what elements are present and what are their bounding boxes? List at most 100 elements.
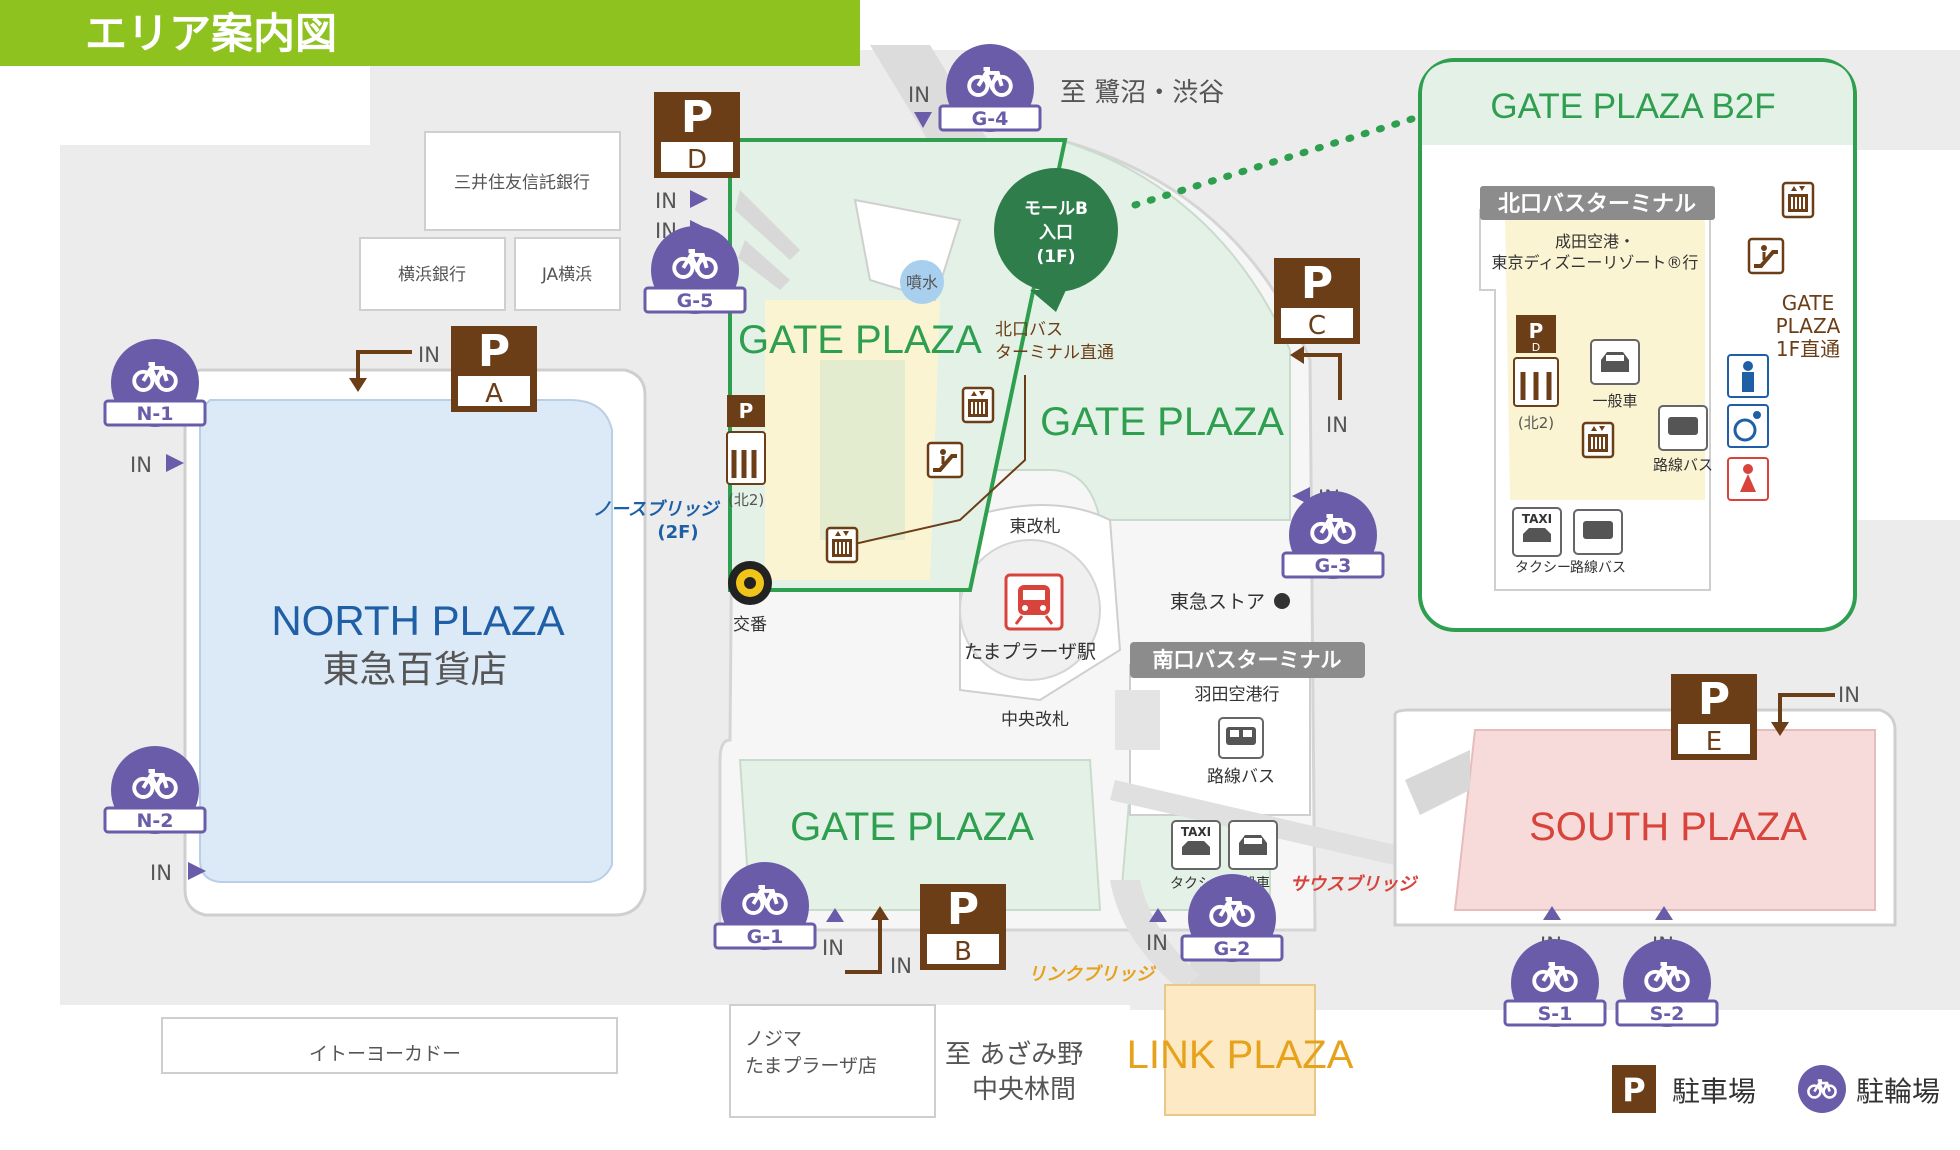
bicycle-g-3-marker[interactable]: G-3 — [1281, 491, 1385, 579]
station-label: たまプラーザ駅 — [964, 641, 1096, 663]
gate-plaza-label-2: GATE PLAZA — [1040, 400, 1284, 444]
mall-b-line1: モールB — [1024, 199, 1088, 219]
south-bus-terminal-label: 南口バスターミナル — [1153, 648, 1342, 672]
tokyu-store-label: 東急ストア — [1170, 591, 1265, 613]
in-label: IN — [822, 936, 844, 960]
bicycle-s-2-marker[interactable]: S-2 — [1615, 939, 1719, 1027]
svg-text:D: D — [1532, 341, 1540, 354]
north-bus-direct-1: 北口バス — [995, 320, 1063, 340]
parking-d-small: P (北2) — [726, 395, 766, 509]
in-label: IN — [908, 83, 930, 107]
car-icon — [1590, 339, 1640, 385]
inset-connector — [1131, 114, 1419, 209]
svg-text:P: P — [1529, 319, 1544, 343]
b2f-direct-1: GATE — [1782, 291, 1834, 315]
header: エリア案内図 — [0, 0, 860, 66]
bicycle-id: G-3 — [1315, 555, 1352, 577]
escalator-icon — [1747, 237, 1785, 275]
link-plaza-name: LINK PLAZA — [1127, 1033, 1354, 1077]
legend-parking-label: 駐車場 — [1672, 1075, 1756, 1108]
b2f-title: GATE PLAZA B2F — [1490, 87, 1775, 126]
police-box-icon[interactable]: 交番 — [728, 561, 772, 635]
legend: P 駐車場 駐輪場 — [1612, 1065, 1940, 1113]
elevator-icon — [1781, 181, 1815, 219]
bicycle-s-1-marker[interactable]: S-1 — [1503, 939, 1607, 1027]
north-bus-direct-2: ターミナル直通 — [995, 343, 1114, 363]
parking-id: C — [1308, 311, 1326, 341]
parking-d-marker[interactable]: PD — [654, 92, 740, 178]
svg-text:P: P — [1622, 1071, 1645, 1109]
b2f-dest-2: 東京ディズニーリゾート®行 — [1492, 253, 1699, 272]
direction-south-2: 中央林間 — [972, 1075, 1076, 1105]
central-gate-label: 中央改札 — [1001, 710, 1069, 730]
bus-icon — [1573, 509, 1623, 555]
south-plaza[interactable]: SOUTH PLAZA — [1393, 708, 1897, 927]
kita2-label: (北2) — [728, 491, 764, 509]
b2f-general-car: 一般車 — [1592, 392, 1637, 410]
accessible-icon — [1727, 404, 1769, 448]
bicycle-g-1-marker[interactable]: G-1 — [713, 862, 817, 950]
link-bridge-label: リンクブリッジ — [1028, 964, 1157, 985]
north-plaza-store: 東急百貨店 — [323, 648, 508, 691]
parking-c-marker[interactable]: PC — [1274, 258, 1360, 344]
car-icon — [1228, 820, 1278, 870]
b2f-kita2-label: (北2) — [1518, 414, 1554, 432]
fountain: 噴水 — [900, 260, 944, 304]
in-label: IN — [1838, 683, 1860, 707]
parking-letter: P — [1698, 674, 1730, 725]
svg-text:TAXI: TAXI — [1522, 512, 1552, 526]
in-label: IN — [890, 954, 912, 978]
direction-north: 至 鷺沼・渋谷 — [1060, 78, 1224, 108]
bicycle-id: G-5 — [677, 290, 714, 312]
bicycle-g-2-marker[interactable]: G-2 — [1180, 874, 1284, 962]
b2f-inset[interactable]: GATE PLAZA B2F 北口バスターミナル 成田空港・ 東京ディズニーリゾ… — [1418, 58, 1857, 632]
train-icon — [1014, 585, 1054, 625]
parking-a-marker[interactable]: PA — [451, 326, 537, 412]
parking-id: B — [954, 937, 972, 967]
bus-icon — [1218, 717, 1264, 759]
bicycle-g-4-marker[interactable]: G-4 — [938, 44, 1042, 132]
parking-icon — [1612, 1065, 1656, 1113]
bicycle-n-1-marker[interactable]: N-1 — [103, 339, 207, 427]
north-plaza-name: NORTH PLAZA — [271, 597, 564, 644]
bicycle-n-2-marker[interactable]: N-2 — [103, 746, 207, 834]
bicycle-id: S-1 — [1538, 1003, 1573, 1025]
in-label: IN — [130, 453, 152, 477]
b2f-route-bus: 路線バス — [1653, 456, 1713, 474]
svg-text:P: P — [739, 399, 754, 423]
restroom-icon — [1727, 354, 1769, 501]
taxi-icon: TAXI — [1171, 820, 1221, 870]
b2f-route-bus-2: 路線バス — [1570, 560, 1626, 576]
bicycle-id: G-2 — [1214, 938, 1251, 960]
parking-b-marker[interactable]: PB — [920, 884, 1006, 970]
tokyu-store-dot — [1274, 593, 1290, 609]
bicycle-markers: G-4G-5N-1N-2 G-3G-1G-2S-1 S-2 — [103, 44, 1719, 1027]
parking-letter: P — [681, 92, 713, 143]
south-bridge-label: サウスブリッジ — [1290, 874, 1419, 895]
bicycle-g-5-marker[interactable]: G-5 — [643, 226, 747, 314]
b2f-taxi: タクシー — [1515, 560, 1571, 576]
parking-e-marker[interactable]: PE — [1671, 674, 1757, 760]
in-label: IN — [1326, 413, 1348, 437]
yokohama-bank-label: 横浜銀行 — [398, 265, 466, 285]
b2f-direct-2: PLAZA — [1776, 314, 1841, 338]
page-title: エリア案内図 — [85, 9, 337, 58]
mall-b-entrance-pin[interactable]: モールB 入口 (1F) — [994, 168, 1118, 312]
escalator-icon — [926, 441, 964, 479]
mall-b-line2: 入口 — [1039, 223, 1073, 243]
haneda-label: 羽田空港行 — [1195, 685, 1280, 705]
parking-d-small-b2f: P D (北2) — [1513, 315, 1559, 432]
parking-letter: P — [947, 884, 979, 935]
parking-letter: P — [478, 326, 510, 377]
parking-id: E — [1706, 727, 1722, 757]
parking-letter: P — [1301, 258, 1333, 309]
bus-icon — [1658, 405, 1708, 451]
bicycle-id: G-1 — [747, 926, 784, 948]
svg-text:TAXI: TAXI — [1181, 825, 1211, 839]
north-plaza[interactable]: NORTH PLAZA 東急百貨店 — [183, 368, 647, 917]
tamaplaza-station[interactable]: たまプラーザ駅 — [964, 573, 1096, 663]
bicycle-id: S-2 — [1650, 1003, 1685, 1025]
bicycle-id: N-1 — [136, 403, 173, 425]
